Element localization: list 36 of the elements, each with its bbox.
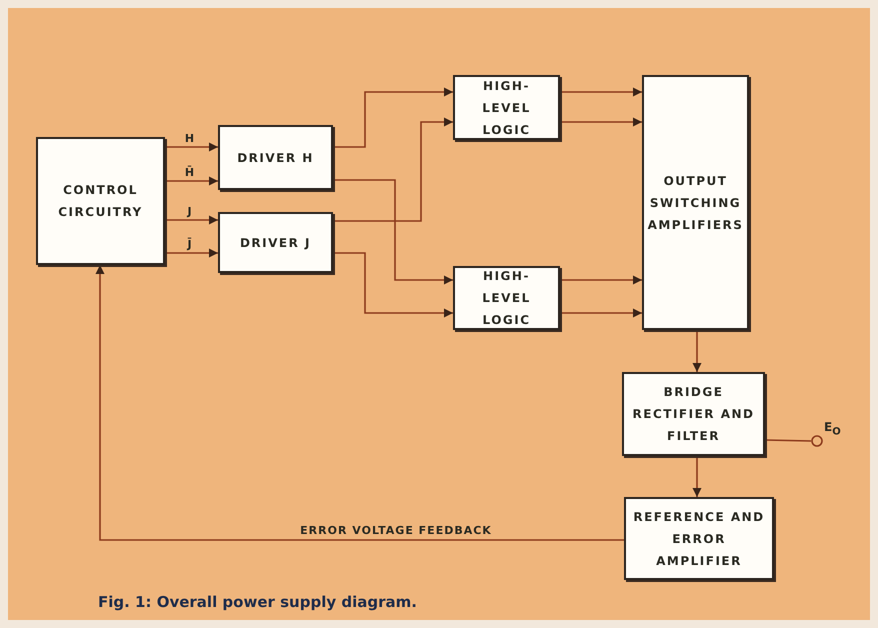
block-label: HIGH-LEVEL LOGIC [481, 78, 532, 138]
arrow [165, 216, 218, 224]
arrow [333, 88, 453, 148]
block-label: CONTROL CIRCUITRY [57, 182, 144, 221]
block-box [624, 497, 774, 580]
arrow [560, 276, 642, 284]
block-label: HIGH-LEVEL LOGIC [481, 268, 532, 329]
arrow [333, 252, 453, 318]
block-box [622, 372, 765, 456]
block-box [218, 125, 333, 190]
terminal-label: E$_{O}$ [824, 420, 841, 438]
block-label: DRIVER H [237, 150, 314, 166]
connector-line [764, 439, 812, 442]
block-box [36, 137, 165, 265]
block-box [453, 75, 560, 140]
figure-caption: Fig. 1: Overall power supply diagram. [98, 593, 417, 611]
arrow [692, 330, 702, 372]
output-terminal [811, 435, 823, 447]
block-label: DRIVER J [240, 234, 312, 252]
arrow [96, 265, 624, 541]
block-label: OUTPUT SWITCHING AMPLIFIERS [648, 172, 744, 234]
edge-label: ERROR VOLTAGE FEEDBACK [298, 524, 494, 537]
arrow [560, 88, 642, 96]
arrow [165, 176, 218, 186]
block-box [642, 75, 749, 330]
block-box [218, 212, 333, 273]
arrow [560, 118, 642, 126]
arrow [333, 118, 453, 222]
block-label: REFERENCE AND ERROR AMPLIFIER [632, 508, 766, 570]
arrow [692, 456, 702, 497]
arrow [333, 179, 453, 284]
arrow [165, 142, 218, 152]
arrow [165, 248, 218, 258]
block-box [453, 266, 560, 330]
block-label: BRIDGE RECTIFIER AND FILTER [632, 384, 756, 445]
arrow [560, 308, 642, 318]
